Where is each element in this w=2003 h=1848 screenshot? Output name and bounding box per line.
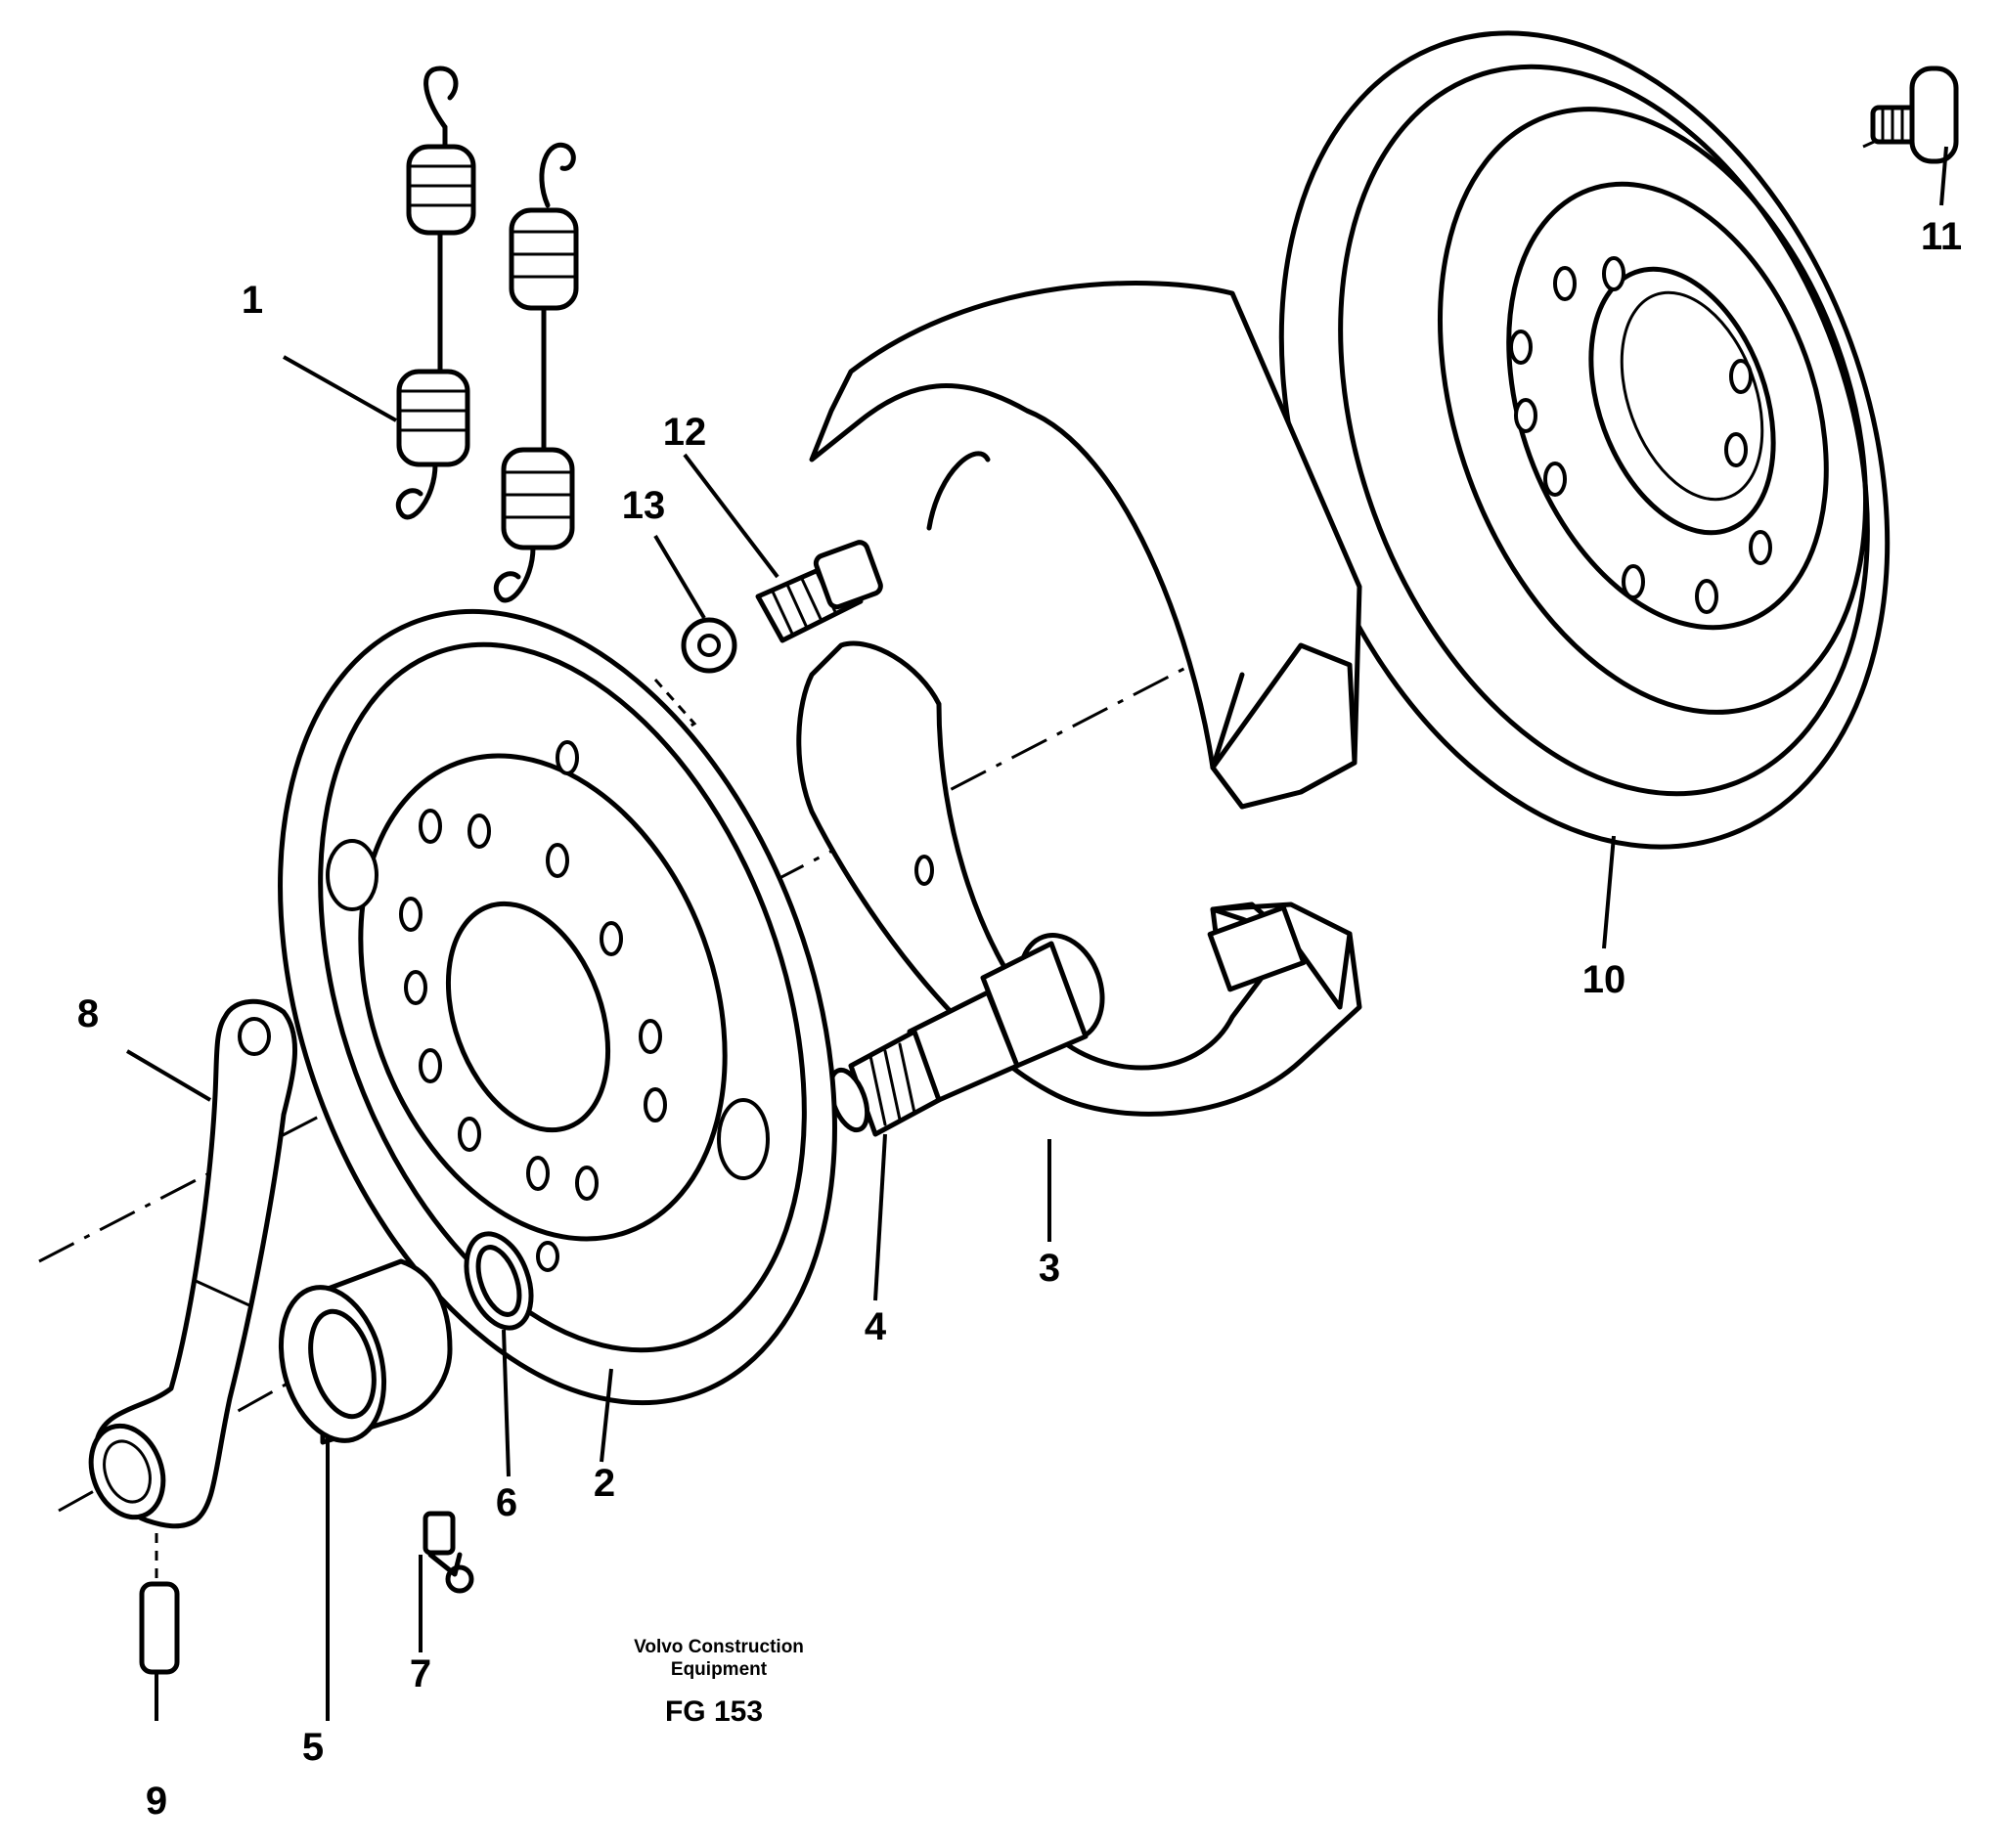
callout-3: 3 (1039, 1247, 1060, 1290)
callout-1: 1 (242, 279, 263, 322)
pin (139, 1581, 180, 1675)
o-ring (464, 1231, 534, 1331)
callout-5: 5 (302, 1726, 324, 1769)
bushing (278, 1258, 453, 1445)
callout-13: 13 (622, 484, 666, 527)
callout-9: 9 (146, 1780, 167, 1823)
brand-line-1: Volvo Construction (634, 1637, 804, 1657)
return-springs (396, 66, 579, 603)
figure-code: FG 153 (665, 1695, 763, 1728)
drum-screw (1870, 66, 1959, 164)
brand-line-2: Equipment (671, 1659, 768, 1680)
bolt-and-washer (681, 540, 883, 674)
callout-labels: 1 2 3 4 5 6 7 8 9 10 11 12 13 (77, 215, 1962, 1823)
figure-footer: Volvo Construction Equipment FG 153 (634, 1637, 804, 1728)
cam-shaft (827, 933, 1105, 1137)
callout-10: 10 (1582, 958, 1626, 1001)
brake-shoes (796, 281, 1362, 1117)
grease-nipple (423, 1511, 474, 1594)
backing-plate (278, 608, 837, 1406)
brake-lever (88, 998, 297, 1529)
callout-12: 12 (663, 411, 707, 454)
callout-2: 2 (594, 1462, 615, 1505)
callout-4: 4 (865, 1305, 887, 1348)
callout-11: 11 (1921, 215, 1962, 258)
callout-7: 7 (410, 1652, 431, 1695)
brake-drum (1278, 30, 1891, 850)
callout-6: 6 (496, 1481, 517, 1524)
callout-8: 8 (77, 992, 99, 1035)
leader-lines (125, 146, 1948, 1721)
